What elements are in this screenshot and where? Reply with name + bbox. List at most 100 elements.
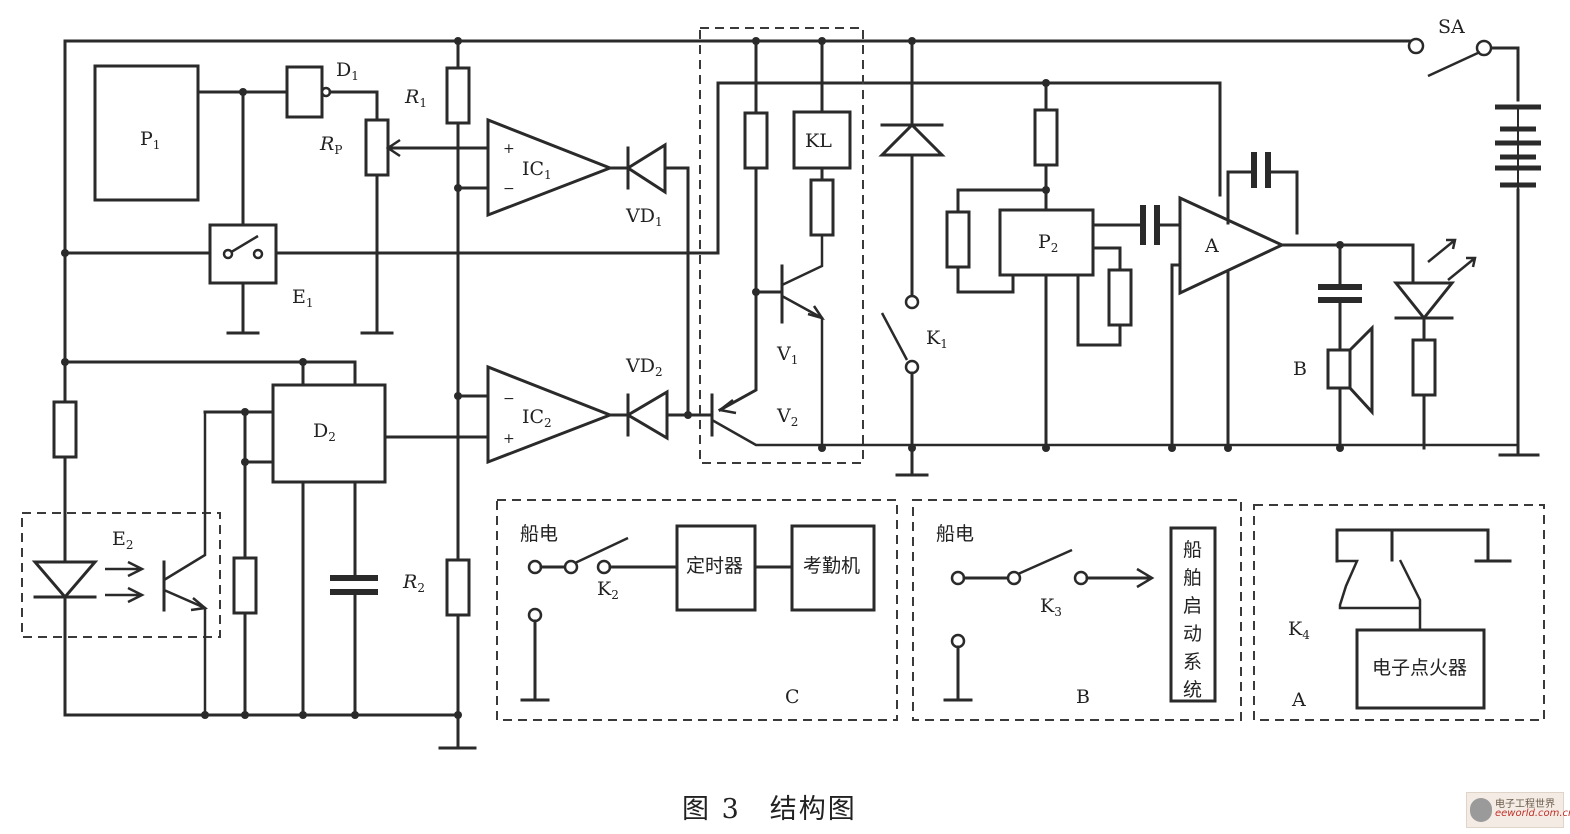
label-p2: P2: [1038, 231, 1058, 255]
label-vd2: VD2: [625, 355, 663, 379]
block-p1: [93, 64, 200, 202]
panel-c-label: C: [785, 686, 800, 708]
ground-rail-bottom: [711, 418, 1518, 447]
label-e1: E1: [292, 286, 314, 310]
block-d2: [271, 383, 387, 484]
label-p1: P1: [140, 128, 160, 152]
resistor-r2: [445, 558, 471, 617]
switch-k1[interactable]: [880, 312, 909, 361]
panel-c-outline: [496, 499, 898, 721]
resistor-p2-feedback: [1107, 268, 1133, 327]
watermark-url: eeworld.com.cn: [1495, 808, 1570, 819]
label-r1: R1: [404, 86, 427, 110]
logo-icon: [1470, 798, 1492, 822]
label-rp: RP: [319, 133, 342, 157]
switch-k1-contact-top: [904, 294, 920, 310]
panel-b-label: B: [1076, 686, 1090, 708]
panel-b-outline: [912, 499, 1242, 721]
wire-vd1-out: [663, 166, 690, 417]
driver-stage-outline: [699, 27, 864, 464]
wire-d2-power: [63, 360, 357, 387]
v2-emitter-arrow-icon: [719, 399, 737, 415]
arrow-icon: [1136, 567, 1155, 589]
ic1-minus-sign: −: [503, 181, 515, 197]
switch-sa[interactable]: [1427, 50, 1481, 78]
ic2-minus-sign: −: [503, 391, 515, 407]
svg-text:启: 启: [1183, 595, 1202, 617]
speaker-cone-icon: [1348, 324, 1374, 416]
figure-caption: 图 3 结构图: [682, 794, 857, 825]
speaker-b: [1326, 348, 1352, 390]
ic2-plus-sign: +: [503, 431, 515, 447]
switch-e1: [208, 223, 278, 285]
label-e2: E2: [112, 528, 134, 552]
resistor-e2-load: [232, 556, 258, 615]
label-kl: KL: [805, 130, 832, 152]
resistor-r1: [445, 66, 471, 125]
label-ic1: IC1: [522, 158, 552, 182]
label-d1: D1: [336, 59, 359, 83]
switch-k2[interactable]: [574, 536, 629, 565]
label-k1: K1: [926, 327, 948, 351]
label-vd1: VD1: [625, 205, 663, 229]
block-ship-start-system: [1169, 526, 1217, 703]
switch-sa-contact-right: [1475, 39, 1493, 57]
resistor-kl: [809, 178, 835, 237]
optocoupler-e2-outline: [21, 512, 221, 638]
label-v2: V2: [776, 405, 798, 429]
block-p2: [998, 208, 1095, 277]
wire-e1-right: [274, 81, 1222, 255]
block-electronic-igniter: [1355, 628, 1486, 710]
capacitor-d2: [330, 575, 378, 595]
led-indicator: [1392, 281, 1456, 321]
svg-text:统: 统: [1183, 679, 1202, 701]
opamp-ic2: [486, 364, 615, 465]
capacitor-coupling: [1140, 205, 1160, 245]
panel-a-outline: [1253, 504, 1545, 721]
watermark-text: 电子工程世界: [1495, 799, 1555, 810]
panel-c-power-label: 船电: [520, 523, 558, 545]
opamp-ic1: [486, 117, 615, 218]
light-emit-arrows-icon: [1427, 238, 1477, 281]
svg-text:舶: 舶: [1183, 567, 1202, 589]
label-k4: K4: [1288, 618, 1310, 642]
label-timer: 定时器: [686, 555, 743, 577]
label-electronic-igniter: 电子点火器: [1372, 657, 1467, 679]
resistor-e2-led: [52, 400, 78, 459]
svg-text:系: 系: [1183, 651, 1202, 673]
ic1-plus-sign: +: [503, 141, 515, 157]
panel-b-power-label: 船电: [936, 523, 974, 545]
relay-kl: [792, 110, 852, 170]
label-k3: K3: [1040, 595, 1062, 619]
light-arrows-icon: [105, 560, 145, 604]
diode-k1: [878, 122, 946, 157]
label-k2: K2: [597, 578, 619, 602]
wiper-arrow-icon: [385, 138, 401, 158]
wire-left-lower: [63, 453, 457, 717]
capacitor-bootstrap: [1251, 152, 1271, 188]
resistor-v1-base: [743, 111, 769, 170]
label-b: B: [1293, 358, 1307, 380]
svg-text:动: 动: [1183, 623, 1202, 645]
panel-a-label: A: [1291, 689, 1306, 711]
label-attendance-machine: 考勤机: [803, 555, 860, 577]
label-r2: R2: [402, 571, 425, 595]
label-a: A: [1204, 235, 1219, 257]
switch-k4[interactable]: [1337, 559, 1420, 610]
diode-vd1: [625, 142, 667, 195]
amplifier-a: [1178, 195, 1286, 296]
label-v1: V1: [776, 343, 798, 367]
diode-vd2: [625, 389, 669, 441]
switch-sa-contact-left: [1407, 37, 1425, 55]
switch-k3[interactable]: [1017, 548, 1073, 576]
wire-d1-rp: [328, 90, 379, 122]
resistor-p2-pullup: [1033, 108, 1059, 167]
svg-text:船: 船: [1183, 539, 1202, 561]
potentiometer-rp: [364, 118, 390, 177]
capacitor-speaker: [1318, 284, 1362, 303]
label-d2: D2: [313, 420, 336, 444]
resistor-p2-timing: [945, 210, 971, 269]
block-attendance-machine: [790, 524, 876, 612]
watermark-logo: 电子工程世界 eeworld.com.cn: [1466, 792, 1570, 828]
